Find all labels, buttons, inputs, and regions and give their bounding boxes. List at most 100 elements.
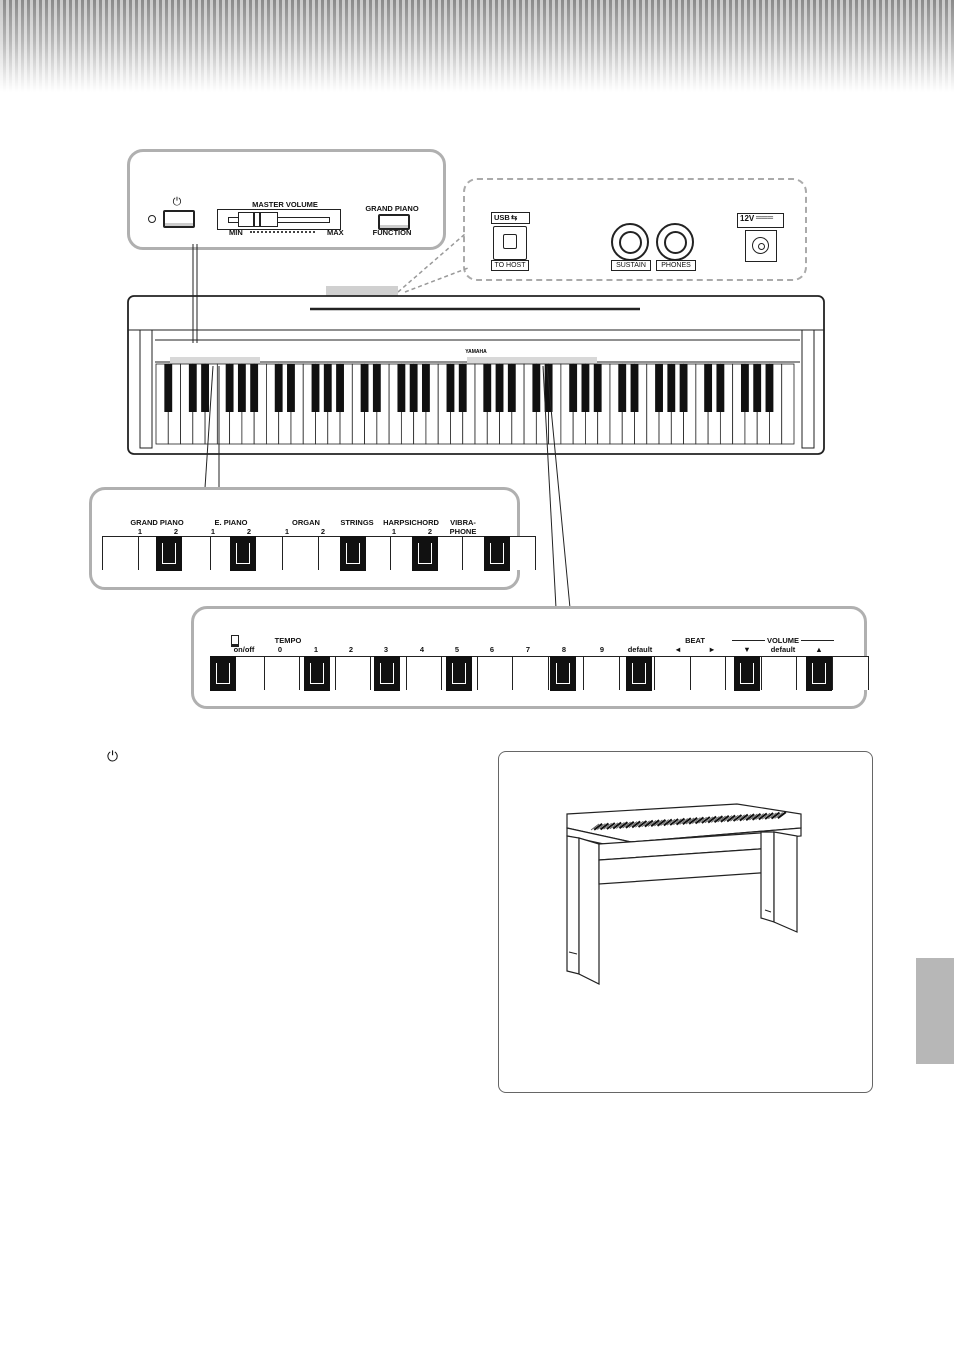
dc-in-jack[interactable] <box>745 230 777 262</box>
function-button-black-key[interactable] <box>304 656 330 691</box>
function-button-key[interactable] <box>405 656 443 690</box>
function-button-black-key[interactable] <box>806 656 832 691</box>
tempo-default-label: default <box>627 645 653 654</box>
voice-vibraphone-label-1: VIBRA- <box>450 518 476 527</box>
voice-number-label: 1 <box>210 527 216 536</box>
voice-harpsichord-label: HARPSICHORD <box>383 518 439 527</box>
voice-buttons-callout: GRAND PIANO E. PIANO ORGAN STRINGS HARPS… <box>89 487 536 590</box>
function-button-key[interactable] <box>831 656 869 690</box>
stand-illustration-key <box>628 821 638 828</box>
piano-black-key[interactable] <box>360 364 369 412</box>
piano-black-key[interactable] <box>201 364 210 412</box>
function-button-black-key[interactable] <box>550 656 576 691</box>
voice-button-black-key[interactable] <box>230 536 256 571</box>
piano-black-key[interactable] <box>274 364 283 412</box>
piano-black-key[interactable] <box>250 364 259 412</box>
stand-illustration-key <box>704 816 714 824</box>
function-button-key[interactable] <box>689 656 727 690</box>
piano-white-key[interactable] <box>781 363 795 445</box>
piano-black-key[interactable] <box>532 364 541 412</box>
rear-panel-callout: USB ⇆ TO HOST SUSTAIN PHONES 12V ═══ <box>463 178 807 281</box>
stand-illustration-key <box>764 812 774 820</box>
master-volume-slider[interactable] <box>217 209 341 230</box>
piano-black-key[interactable] <box>753 364 762 412</box>
stand-illustration-key <box>590 823 600 831</box>
tempo-digit-label: 6 <box>489 645 495 654</box>
function-button-key[interactable] <box>476 656 514 690</box>
tempo-digit-label: 8 <box>561 645 567 654</box>
stand-illustration-key <box>755 813 764 820</box>
piano-black-key[interactable] <box>495 364 504 412</box>
beat-left-icon: ◄ <box>674 645 682 654</box>
function-button-black-key[interactable] <box>374 656 400 691</box>
piano-black-key[interactable] <box>483 364 492 412</box>
piano-black-key[interactable] <box>421 364 430 412</box>
voice-organ-label: ORGAN <box>292 518 320 527</box>
piano-black-key[interactable] <box>323 364 332 412</box>
stand-illustration-key <box>647 820 657 827</box>
piano-black-key[interactable] <box>569 364 578 412</box>
piano-black-key[interactable] <box>507 364 516 412</box>
function-button-key[interactable] <box>760 656 798 690</box>
tempo-digit-label: 5 <box>454 645 460 654</box>
piano-black-key[interactable] <box>716 364 725 412</box>
stand-illustration-key <box>597 823 606 830</box>
metronome-icon <box>231 635 239 647</box>
piano-black-key[interactable] <box>188 364 197 412</box>
stand-illustration-key <box>675 817 686 826</box>
stand-illustration-key <box>726 814 736 823</box>
voice-button-black-key[interactable] <box>340 536 366 571</box>
piano-black-key[interactable] <box>679 364 688 412</box>
volume-min-label: MIN <box>229 228 243 237</box>
volume-max-label: MAX <box>327 228 344 237</box>
stand-illustration-key <box>739 813 749 822</box>
stand-illustration-key <box>698 816 707 824</box>
piano-black-key[interactable] <box>372 364 381 412</box>
function-button-key[interactable] <box>583 656 621 690</box>
function-button-black-key[interactable] <box>734 656 760 691</box>
master-volume-knob[interactable] <box>238 212 278 227</box>
function-button-key[interactable] <box>654 656 692 690</box>
function-button-black-key[interactable] <box>210 656 236 691</box>
piano-black-key[interactable] <box>225 364 234 412</box>
piano-black-key[interactable] <box>667 364 676 412</box>
function-button-key[interactable] <box>263 656 301 690</box>
piano-black-key[interactable] <box>740 364 749 412</box>
function-button-black-key[interactable] <box>626 656 652 691</box>
piano-black-key[interactable] <box>630 364 639 412</box>
piano-black-key[interactable] <box>237 364 246 412</box>
usb-to-host-port[interactable] <box>493 226 527 260</box>
voice-button-key[interactable] <box>282 536 320 570</box>
function-button-key[interactable] <box>512 656 550 690</box>
piano-black-key[interactable] <box>765 364 774 412</box>
page-header-band <box>0 0 954 92</box>
piano-black-key[interactable] <box>581 364 590 412</box>
piano-black-key[interactable] <box>704 364 713 412</box>
piano-black-key[interactable] <box>655 364 663 412</box>
stand-illustration-key <box>701 816 711 824</box>
piano-black-key[interactable] <box>287 364 295 412</box>
voice-button-key[interactable] <box>102 536 140 570</box>
stand-illustration-key <box>616 822 625 829</box>
power-button[interactable] <box>163 210 195 228</box>
piano-black-key[interactable] <box>311 364 320 412</box>
piano-black-key[interactable] <box>397 364 406 412</box>
stand-illustration-key <box>694 816 705 825</box>
function-button-black-key[interactable] <box>446 656 472 691</box>
grand-piano-function-button[interactable] <box>378 214 410 230</box>
stand-illustration-key <box>713 815 724 823</box>
voice-button-black-key[interactable] <box>156 536 182 571</box>
voice-button-black-key[interactable] <box>412 536 438 571</box>
piano-black-key[interactable] <box>164 364 173 412</box>
piano-black-key[interactable] <box>409 364 418 412</box>
voice-button-black-key[interactable] <box>484 536 510 571</box>
stand-illustration-key <box>717 815 726 823</box>
piano-black-key[interactable] <box>336 364 344 412</box>
piano-black-key[interactable] <box>618 364 627 412</box>
piano-black-key[interactable] <box>593 364 602 412</box>
function-button-key[interactable] <box>334 656 372 690</box>
stand-illustration-key <box>745 813 755 821</box>
piano-body-illustration: YAMAHA <box>127 233 825 609</box>
piano-black-key[interactable] <box>446 364 455 412</box>
piano-black-key[interactable] <box>458 364 467 412</box>
